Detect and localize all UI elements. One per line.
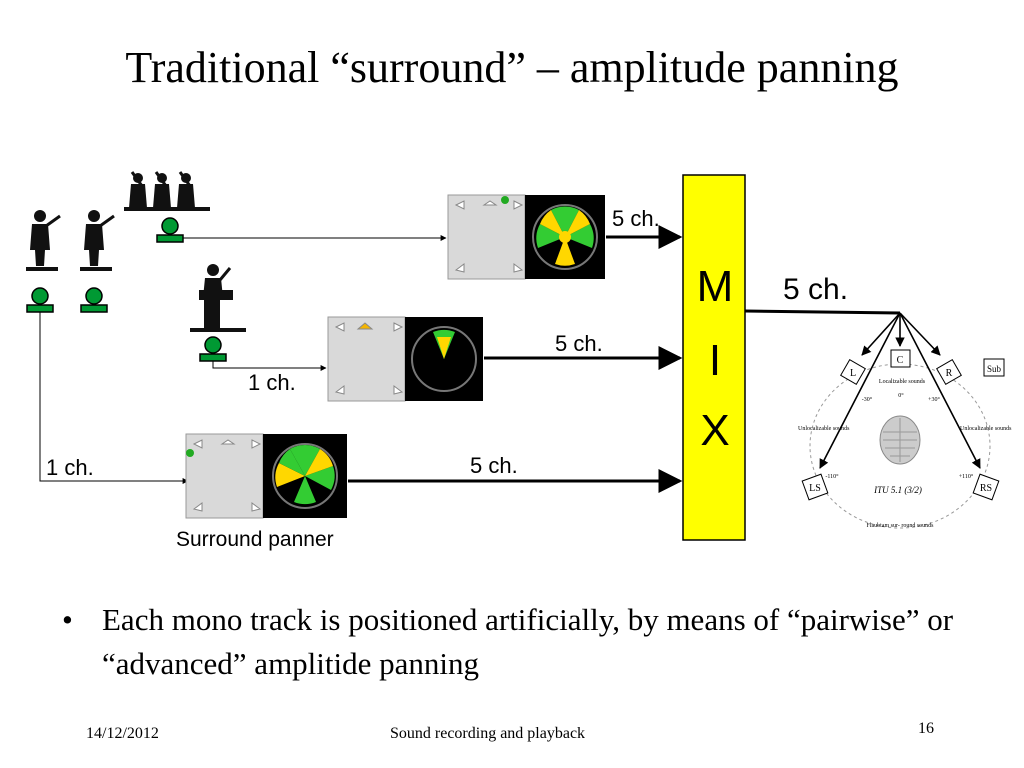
unlocalizable-right-text: Unlocalizable sounds <box>960 426 1012 432</box>
input-line-bottom <box>39 312 189 484</box>
surround-panner-mid <box>327 316 483 402</box>
trumpeters-icon <box>124 171 210 211</box>
mix-letter-m: M <box>696 262 734 311</box>
panner-caption: Surround panner <box>176 528 334 551</box>
mix-output-line <box>744 309 901 315</box>
angle-right: +30° <box>928 396 940 403</box>
speaker-label-rs: RS <box>980 483 992 494</box>
itu-caption: ITU 5.1 (3/2) <box>873 485 922 495</box>
mix-box <box>682 174 746 541</box>
microphone-icon <box>156 217 184 243</box>
microphone-icon <box>80 287 108 313</box>
violinist-icon <box>80 210 115 271</box>
label-mix-out: 5 ch. <box>783 273 849 306</box>
angle-center: 0° <box>898 392 904 399</box>
microphone-icon <box>199 336 227 362</box>
speaker-label-ls: LS <box>809 483 821 494</box>
label-out-bottom: 5 ch. <box>470 453 518 478</box>
microphone-icon <box>26 287 54 313</box>
mix-letter-x: X <box>700 406 730 455</box>
input-line-mid <box>212 361 327 371</box>
speaker-label-c: C <box>897 355 904 366</box>
footer-page-number: 16 <box>918 720 934 737</box>
surround-panner-bottom <box>185 433 347 519</box>
angle-left-surround: -110° <box>825 473 839 480</box>
bullet-dot-icon: • <box>62 602 73 637</box>
mix-letter-i: I <box>708 336 722 385</box>
surround-panner-top <box>447 194 605 280</box>
speaker-layout-diagram <box>801 312 1005 529</box>
ambient-text: Flaubtam sur- round sounds <box>866 523 934 529</box>
angle-right-surround: +110° <box>959 473 974 480</box>
localizable-text: Localizable sounds <box>879 379 926 385</box>
label-in-mid: 1 ch. <box>248 370 296 395</box>
speaker-label-sub: Sub <box>987 364 1002 374</box>
angle-left: -30° <box>862 396 873 403</box>
bullet-text: Each mono track is positioned artificial… <box>102 602 954 681</box>
label-out-mid: 5 ch. <box>555 331 603 356</box>
footer-title: Sound recording and playback <box>390 725 586 742</box>
label-in-bottom: 1 ch. <box>46 455 94 480</box>
speaker-label-l: L <box>850 368 856 379</box>
unlocalizable-left-text: Unlocalizable sounds <box>798 426 850 432</box>
footer-date: 14/12/2012 <box>86 725 159 742</box>
violinist-icon <box>26 210 61 271</box>
speaker-person-icon <box>190 264 246 332</box>
speaker-label-r: R <box>946 368 953 379</box>
label-out-top: 5 ch. <box>612 206 660 231</box>
slide-title: Traditional “surround” – amplitude panni… <box>125 43 899 92</box>
